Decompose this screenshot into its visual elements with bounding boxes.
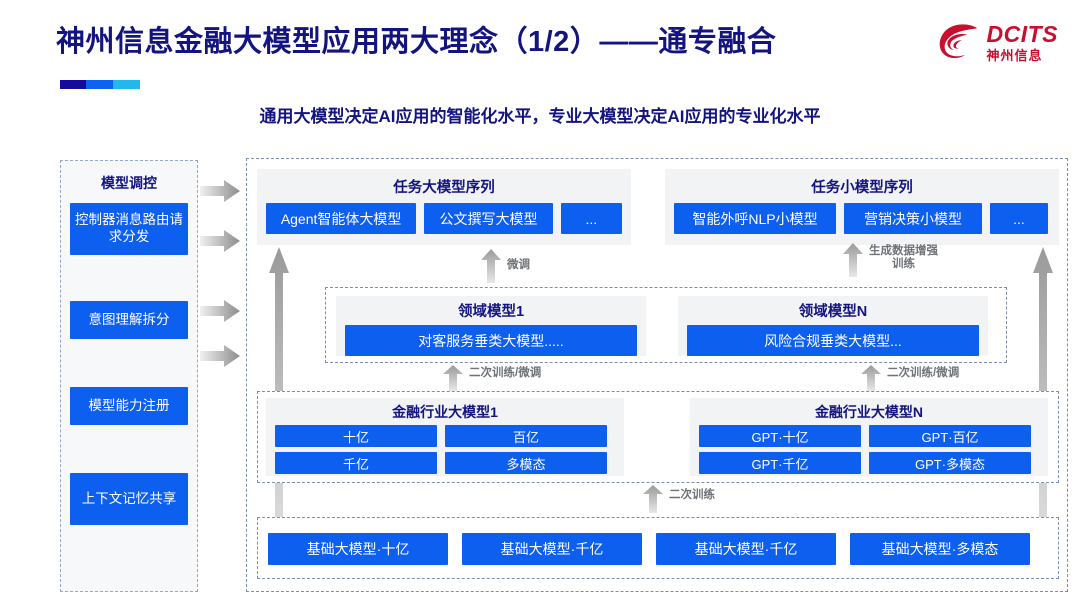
arrow-label-second-train-right: 二次训练/微调 [887, 367, 960, 379]
industry-model-n-title: 金融行业大模型N [814, 404, 924, 420]
underline-segment-navy [60, 80, 86, 89]
logo-wordmark-en: DCITS [986, 20, 1058, 47]
underline-segment-blue [85, 80, 113, 89]
chip-base-trillion-b[interactable]: 基础大模型·千亿 [656, 533, 836, 565]
chip-industryn-gpt-billion[interactable]: GPT·十亿 [699, 425, 861, 447]
flow-arrow-up-second-train-left [443, 365, 463, 391]
arrow-label-second-train-left: 二次训练/微调 [469, 367, 542, 379]
chip-industryn-gpt-ten-billion[interactable]: GPT·百亿 [869, 425, 1031, 447]
flow-arrow-up-data-augmentation [843, 243, 863, 277]
chip-industryn-gpt-trillion[interactable]: GPT·千亿 [699, 452, 861, 474]
control-item-router[interactable]: 控制器消息路由请求分发 [70, 203, 188, 255]
control-item-intent[interactable]: 意图理解拆分 [70, 301, 188, 339]
flow-arrow-up-second-train-right [861, 365, 881, 391]
industry-model-n-panel: 金融行业大模型N GPT·十亿 GPT·百亿 GPT·千亿 GPT·多模态 [690, 398, 1048, 476]
domain-model-n-title: 领域模型N [798, 304, 868, 320]
domain-model-1-panel: 领域模型1 对客服务垂类大模型..... [336, 296, 646, 356]
arrow-label-fine-tune: 微调 [507, 259, 530, 271]
chip-base-trillion-a[interactable]: 基础大模型·千亿 [462, 533, 642, 565]
domain-model-n-panel: 领域模型N 风险合规垂类大模型... [678, 296, 988, 356]
title-underline-bar [60, 80, 140, 89]
industry-model-1-title: 金融行业大模型1 [392, 404, 498, 420]
logo-wordmark-cn: 神州信息 [986, 47, 1043, 63]
industry-model-1-panel: 金融行业大模型1 十亿 百亿 千亿 多模态 [266, 398, 624, 476]
page-title: 神州信息金融大模型应用两大理念（1/2）——通专融合 [56, 26, 777, 58]
domain-model-frame: 领域模型1 对客服务垂类大模型..... 领域模型N 风险合规垂类大模型... [325, 287, 1007, 363]
industry-model-frame: 金融行业大模型1 十亿 百亿 千亿 多模态 金融行业大模型N GPT·十亿 GP… [257, 391, 1059, 483]
flow-arrow-right-4 [200, 345, 240, 367]
flow-arrow-right-3 [200, 300, 240, 322]
arrow-label-data-augmentation: 生成数据增强 训练 [869, 245, 938, 271]
flow-arrow-right-2 [200, 230, 240, 252]
chip-document-writing-model[interactable]: 公文撰写大模型 [424, 203, 553, 234]
chip-base-billion[interactable]: 基础大模型·十亿 [268, 533, 448, 565]
chip-more-task-large[interactable]: ... [560, 203, 622, 234]
control-item-registry[interactable]: 模型能力注册 [70, 387, 188, 425]
company-logo: DCITS 神州信息 [937, 22, 1059, 62]
chip-industryn-gpt-multimodal[interactable]: GPT·多模态 [869, 452, 1031, 474]
base-model-frame: 基础大模型·十亿 基础大模型·千亿 基础大模型·千亿 基础大模型·多模态 [257, 517, 1059, 579]
flow-arrow-right-1 [200, 180, 240, 202]
task-large-model-title: 任务大模型序列 [393, 180, 495, 196]
control-item-context[interactable]: 上下文记忆共享 [70, 473, 188, 525]
chip-agent-large-model[interactable]: Agent智能体大模型 [266, 203, 417, 234]
chip-base-multimodal[interactable]: 基础大模型·多模态 [850, 533, 1030, 565]
task-small-model-panel: 任务小模型序列 智能外呼NLP小模型 营销决策小模型 ... [665, 169, 1059, 245]
chip-risk-compliance-vertical-model[interactable]: 风险合规垂类大模型... [687, 325, 979, 356]
chip-industry1-ten-billion[interactable]: 百亿 [445, 425, 607, 447]
chip-more-task-small[interactable]: ... [990, 203, 1048, 234]
chip-marketing-decision-small-model[interactable]: 营销决策小模型 [844, 203, 982, 234]
chip-industry1-billion[interactable]: 十亿 [275, 425, 437, 447]
dcits-swirl-icon [939, 24, 977, 59]
control-panel-title: 模型调控 [101, 175, 157, 191]
arrow-label-second-train: 二次训练 [669, 489, 715, 501]
task-large-model-panel: 任务大模型序列 Agent智能体大模型 公文撰写大模型 ... [257, 169, 631, 245]
chip-outbound-nlp-small-model[interactable]: 智能外呼NLP小模型 [674, 203, 836, 234]
task-small-model-title: 任务小模型序列 [811, 180, 913, 196]
flow-arrow-up-second-train [643, 485, 663, 513]
underline-segment-cyan [112, 80, 140, 89]
control-panel: 模型调控 控制器消息路由请求分发 意图理解拆分 模型能力注册 上下文记忆共享 [60, 160, 198, 592]
chip-industry1-trillion[interactable]: 千亿 [275, 452, 437, 474]
page-subtitle: 通用大模型决定AI应用的智能化水平，专业大模型决定AI应用的专业化水平 [259, 107, 821, 126]
chip-industry1-multimodal[interactable]: 多模态 [445, 452, 607, 474]
flow-arrow-up-fine-tune [481, 249, 501, 283]
domain-model-1-title: 领域模型1 [457, 304, 525, 320]
architecture-frame: 任务大模型序列 Agent智能体大模型 公文撰写大模型 ... 任务小模型序列 … [246, 158, 1068, 592]
chip-customer-service-vertical-model[interactable]: 对客服务垂类大模型..... [345, 325, 637, 356]
